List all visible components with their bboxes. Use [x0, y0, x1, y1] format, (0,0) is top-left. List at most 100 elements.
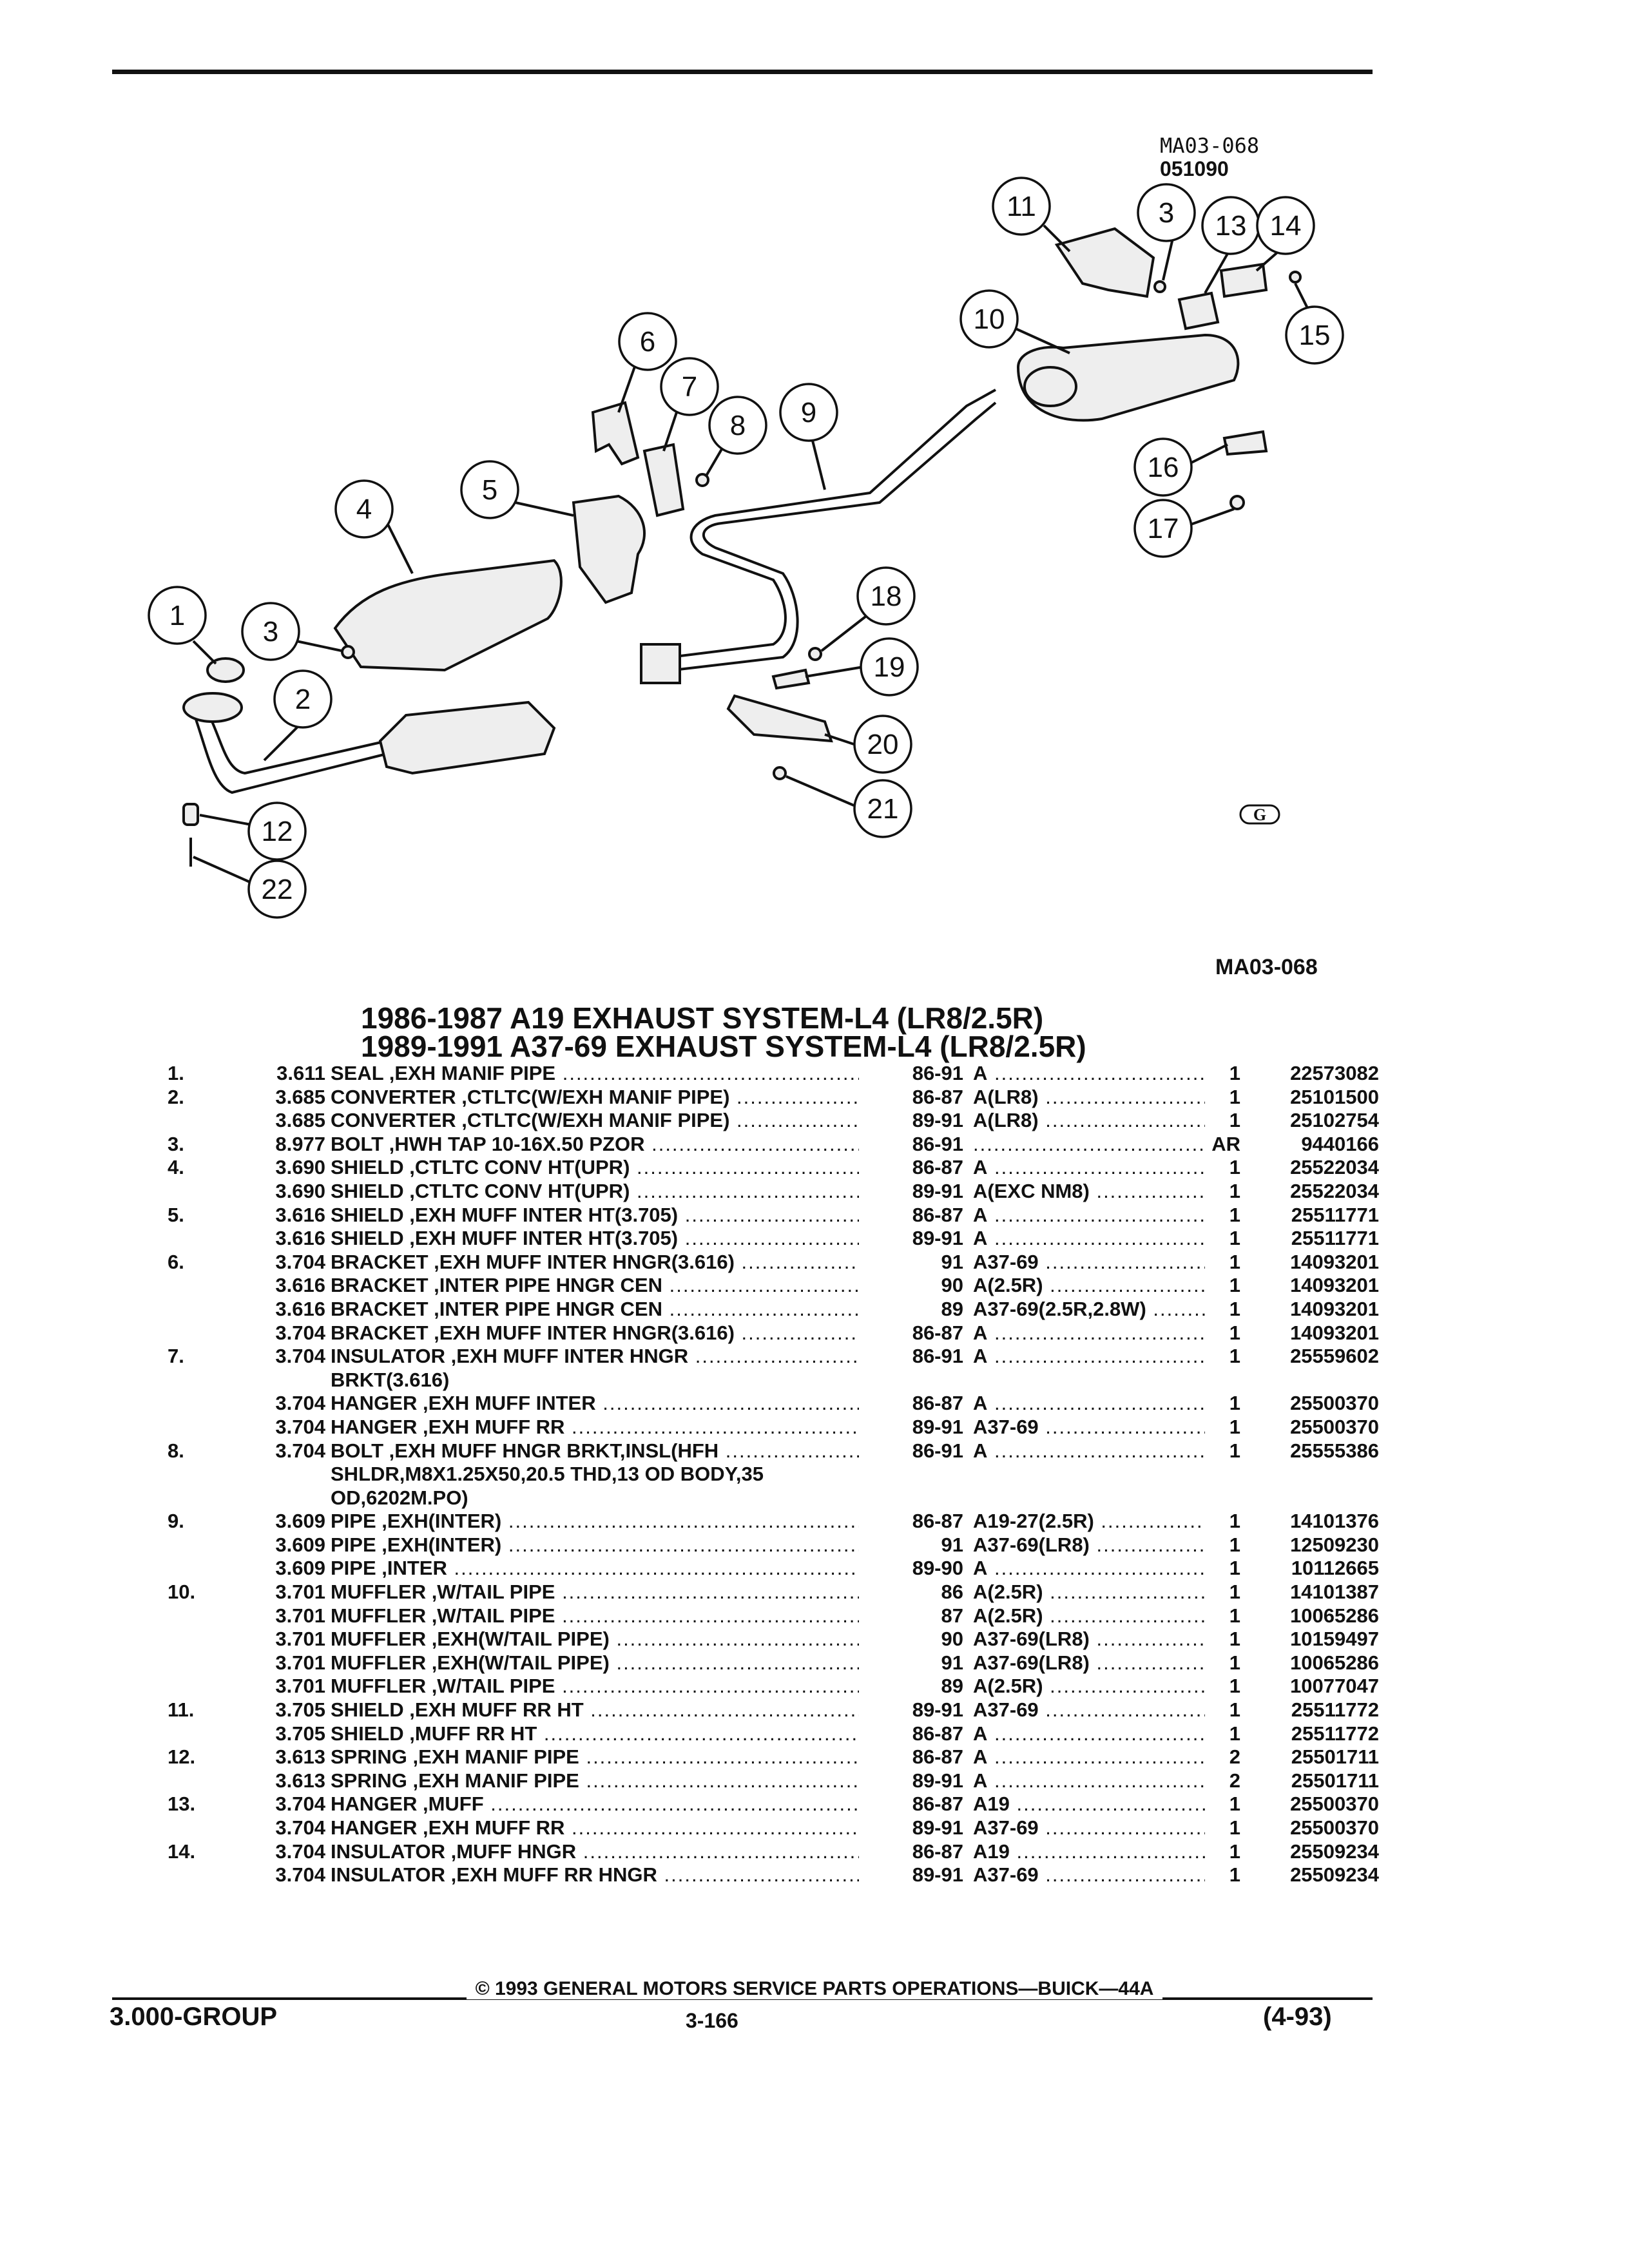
part-models-cell: A(2.5R) ................................… [973, 1274, 1205, 1297]
callout-1-label: 1 [169, 600, 185, 631]
part-group-number: 3.701 [275, 1604, 325, 1627]
part-quantity: 1 [1229, 1321, 1240, 1344]
part-description-cell: BOLT ,HWH TAP 10-16X.50 PZOR ...........… [331, 1133, 859, 1156]
part-group-number: 3.616 [275, 1227, 325, 1250]
part-number: 14101376 [1290, 1510, 1379, 1533]
part-years: 89-91 [912, 1179, 963, 1202]
part-years: 89-91 [912, 1816, 963, 1840]
part-number: 25509234 [1290, 1863, 1379, 1887]
leader-dots: ........................................… [994, 1156, 1205, 1179]
part-quantity: 1 [1229, 1250, 1240, 1273]
leader-dots: ........................................… [1045, 1415, 1205, 1438]
part-item-number: 5. [168, 1203, 184, 1226]
callout-19 [860, 637, 919, 697]
diagram-code-bottom: MA03-068 [1215, 955, 1318, 979]
part-description: SPRING ,EXH MANIF PIPE [331, 1745, 579, 1769]
muffler [1016, 333, 1240, 422]
part-description: CONVERTER ,CTLTC(W/EXH MANIF PIPE) [331, 1109, 730, 1132]
part-group-number: 3.704 [275, 1792, 325, 1816]
leader-dots: ........................................… [741, 1250, 859, 1273]
part-models-cell: A ......................................… [973, 1204, 1205, 1227]
intermediate-pipe [670, 389, 996, 658]
leader-dots: ........................................… [994, 1722, 1205, 1745]
leader-dots: ........................................… [562, 1675, 859, 1698]
part-years: 86-91 [912, 1132, 963, 1155]
part-description: INSULATOR ,MUFF HNGR [331, 1840, 577, 1863]
part-models: A(LR8) [973, 1085, 1039, 1108]
part-years: 86-91 [912, 1439, 963, 1462]
part-models-cell: A ......................................… [973, 1439, 1205, 1463]
part-group-number: 3.704 [275, 1345, 325, 1368]
part-description: MUFFLER ,W/TAIL PIPE [331, 1675, 555, 1698]
inter-pipe-bracket [591, 401, 640, 466]
leader-dots: ........................................… [583, 1840, 859, 1863]
part-description-cell: SHIELD ,MUFF RR HT .....................… [331, 1722, 859, 1745]
gm-logo-letter: G [1253, 805, 1266, 824]
leader-dots: ........................................… [1050, 1604, 1205, 1627]
leader-dots: ........................................… [1153, 1297, 1205, 1320]
leader-dots: ........................................… [994, 1745, 1205, 1769]
callout-1 [148, 586, 207, 645]
part-years: 89-91 [912, 1769, 963, 1792]
part-number: 25511771 [1291, 1203, 1379, 1226]
part-group-number: 3.701 [275, 1675, 325, 1698]
callout-3b-label: 3 [1159, 197, 1174, 229]
part-description: HANGER ,EXH MUFF RR [331, 1415, 565, 1438]
part-years: 86-87 [912, 1392, 963, 1415]
part-item-number: 4. [168, 1156, 184, 1179]
part-years: 89 [941, 1675, 963, 1698]
part-number: 25511772 [1291, 1698, 1379, 1722]
part-models-cell: A37-69 .................................… [973, 1251, 1205, 1274]
part-description-cell: PIPE ,INTER ............................… [331, 1557, 859, 1580]
part-models: A [973, 1557, 988, 1580]
part-models: A19 [973, 1792, 1010, 1816]
part-models: A37-69 [973, 1415, 1039, 1438]
part-models: A37-69(2.5R,2.8W) [973, 1297, 1146, 1320]
part-description: BOLT ,HWH TAP 10-16X.50 PZOR [331, 1132, 645, 1155]
part-description: SHIELD ,CTLTC CONV HT(UPR) [331, 1179, 630, 1202]
part-quantity: 1 [1229, 1698, 1240, 1722]
part-item-number: 9. [168, 1510, 184, 1533]
part-models: A [973, 1392, 988, 1415]
part-quantity: 1 [1229, 1439, 1240, 1462]
part-quantity: 1 [1229, 1816, 1240, 1840]
leader-dots: ........................................… [994, 1203, 1205, 1226]
part-models-cell: A37-69 .................................… [973, 1816, 1205, 1840]
part-quantity: 1 [1229, 1792, 1240, 1816]
part-models-cell: A19 ....................................… [973, 1840, 1205, 1863]
part-description: HANGER ,EXH MUFF INTER [331, 1392, 596, 1415]
part-years: 90 [941, 1274, 963, 1297]
part-models: A(2.5R) [973, 1604, 1043, 1627]
part-years: 86-87 [912, 1722, 963, 1745]
leader-dots: ........................................… [651, 1132, 859, 1155]
inter-heat-shield [572, 494, 646, 604]
part-models: A37-69 [973, 1250, 1039, 1273]
part-years: 86-87 [912, 1156, 963, 1179]
leader-dots: ........................................… [1045, 1085, 1205, 1108]
part-quantity: 1 [1229, 1557, 1240, 1580]
part-quantity: 1 [1229, 1863, 1240, 1887]
leader-dots: ........................................… [572, 1415, 859, 1438]
callout-21 [853, 779, 912, 838]
part-years: 91 [941, 1651, 963, 1674]
callout-15-label: 15 [1299, 320, 1331, 351]
part-models-cell: A37-69(LR8) ............................… [973, 1533, 1205, 1557]
callout-5-label: 5 [482, 474, 497, 506]
callout-2 [273, 669, 333, 729]
part-group-number: 3.701 [275, 1581, 325, 1604]
part-models-cell: A ......................................… [973, 1227, 1205, 1250]
shield-bolt [1153, 280, 1166, 293]
part-quantity: 1 [1229, 1510, 1240, 1533]
part-group-number: 3.704 [275, 1840, 325, 1863]
part-quantity: 1 [1229, 1840, 1240, 1863]
callout-13-label: 13 [1215, 210, 1247, 242]
leader-dots: ........................................… [695, 1345, 859, 1368]
part-group-number: 3.704 [275, 1415, 325, 1438]
